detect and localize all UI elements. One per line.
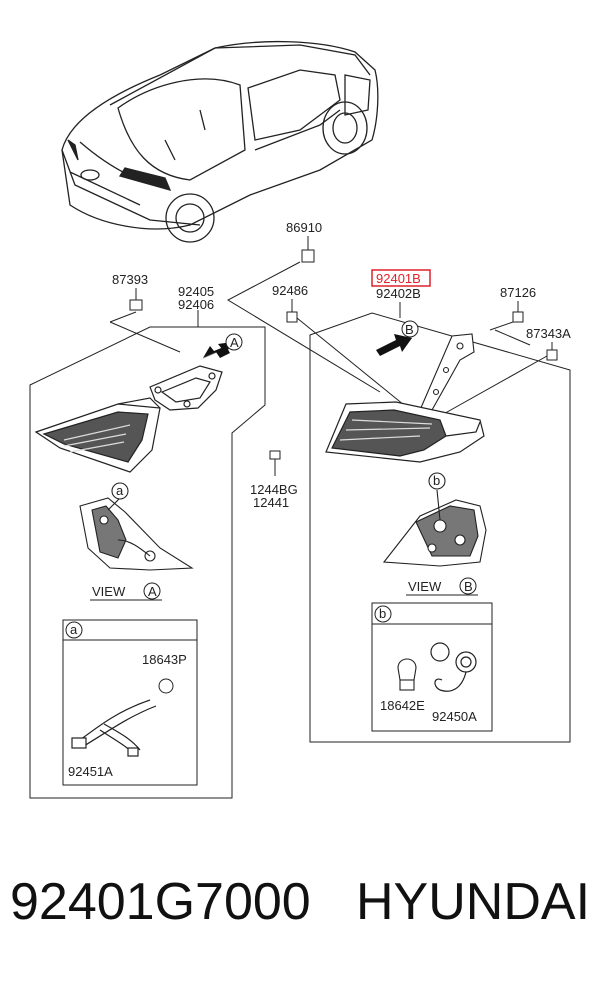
bracket-part bbox=[419, 333, 475, 411]
bulb-18643p bbox=[158, 678, 174, 694]
clip-87126 bbox=[512, 311, 524, 323]
label-87343a: 87343A bbox=[526, 326, 571, 341]
view-b-marker: B bbox=[405, 322, 414, 337]
inset-a-box bbox=[62, 619, 198, 786]
clip-86910 bbox=[301, 249, 315, 263]
left-assembly-frame bbox=[29, 326, 266, 799]
view-a-letter: A bbox=[148, 584, 157, 599]
label-92486: 92486 bbox=[272, 283, 308, 298]
label-1244bg: 1244BG bbox=[250, 482, 298, 497]
label-92451a: 92451A bbox=[68, 764, 113, 779]
harness-92451a bbox=[71, 699, 157, 757]
label-92450a: 92450A bbox=[432, 709, 477, 724]
view-b-circle bbox=[459, 577, 477, 595]
label-18642e: 18642E bbox=[380, 698, 425, 713]
part-number: 92401G7000 bbox=[10, 873, 311, 931]
bulb-18642e bbox=[397, 658, 417, 691]
socket-92450a bbox=[430, 642, 477, 692]
label-18643p: 18643P bbox=[142, 652, 187, 667]
label-12441: 12441 bbox=[253, 495, 289, 510]
label-92405: 92405 bbox=[178, 284, 214, 299]
label-92406: 92406 bbox=[178, 297, 214, 312]
view-b-letter: B bbox=[464, 579, 473, 594]
inset-b-marker: b bbox=[379, 606, 386, 621]
label-92402b: 92402B bbox=[376, 286, 421, 301]
screw-1244bg bbox=[269, 450, 281, 476]
view-a-detail bbox=[79, 482, 194, 571]
parts-diagram: 87393 92405 92406 A a VIEW A bbox=[29, 40, 571, 799]
caption: 92401G7000 HYUNDAI bbox=[0, 872, 600, 952]
clip-87393 bbox=[109, 288, 181, 353]
right-assembly-frame bbox=[309, 312, 571, 743]
right-lamp bbox=[325, 401, 485, 463]
label-92401b: 92401B bbox=[376, 271, 421, 286]
view-a-arrow bbox=[200, 333, 243, 360]
car-illustration bbox=[61, 40, 379, 243]
clip-92486 bbox=[286, 311, 298, 323]
inset-a-marker: a bbox=[70, 622, 78, 637]
highlight-92401b bbox=[371, 269, 431, 287]
leader-86910-fan bbox=[226, 261, 381, 393]
inset-b-box bbox=[371, 602, 493, 732]
label-86910: 86910 bbox=[286, 220, 322, 235]
label-87126: 87126 bbox=[500, 285, 536, 300]
marker-b: b bbox=[433, 473, 440, 488]
view-b-label: VIEW bbox=[408, 579, 442, 594]
brand-name: HYUNDAI bbox=[356, 873, 591, 931]
view-b-detail bbox=[382, 472, 487, 567]
view-a-marker: A bbox=[230, 335, 239, 350]
gasket-part bbox=[149, 365, 223, 411]
marker-a: a bbox=[116, 483, 124, 498]
view-b-arrow bbox=[376, 320, 419, 356]
view-a-label: VIEW bbox=[92, 584, 126, 599]
screw-87343a bbox=[546, 349, 558, 361]
view-a-circle bbox=[143, 582, 161, 600]
label-87393: 87393 bbox=[112, 272, 148, 287]
left-lamp bbox=[34, 397, 161, 473]
